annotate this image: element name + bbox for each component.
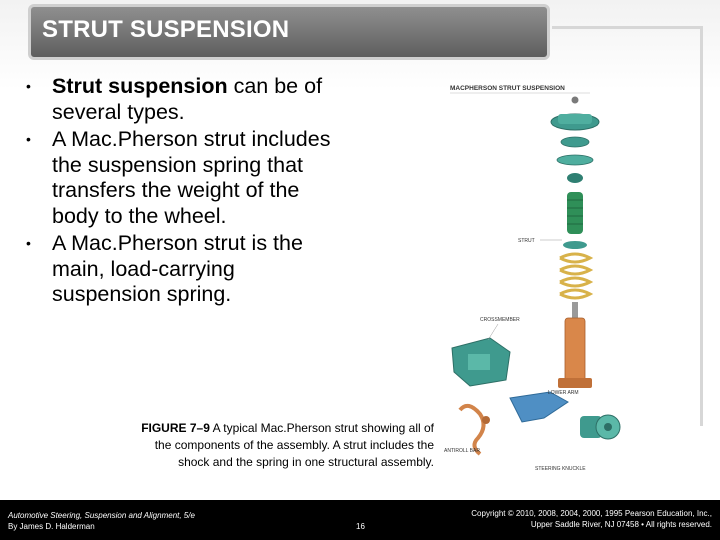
steering-knuckle (580, 414, 621, 440)
slide-title: STRUT SUSPENSION (42, 16, 290, 43)
frame-line-right (700, 26, 703, 426)
antiroll-bar (458, 403, 486, 456)
bullet-bold-text: Strut suspension (52, 74, 228, 98)
figure-labels: STRUT CROSSMEMBER LOWER ARM ANTIROLL BAR… (444, 238, 586, 472)
bullet-item: • A Mac.Pherson strut includes the suspe… (24, 127, 334, 229)
caption-label: FIGURE 7–9 (141, 421, 210, 435)
caption-text: A typical Mac.Pherson strut showing all … (154, 421, 434, 469)
book-author: By James D. Halderman (8, 522, 95, 531)
bullet-item: • A Mac.Pherson strut is the main, load-… (24, 231, 334, 308)
bullet-text: can be of several types. (52, 74, 323, 124)
frame-line-top (552, 26, 702, 29)
coil-turn (559, 252, 594, 264)
bullet-dot: • (26, 131, 31, 147)
bullet-dot: • (26, 235, 31, 251)
top-nut (571, 96, 579, 104)
coil-spring (559, 252, 594, 300)
bar-link (482, 416, 490, 424)
shock-rod (572, 302, 578, 320)
book-title: Automotive Steering, Suspension and Alig… (8, 511, 195, 520)
bullet-dot: • (26, 78, 31, 94)
label-antiroll-bar: ANTIROLL BAR (444, 448, 480, 454)
strut-assembly (550, 96, 600, 388)
crossmember-block (468, 354, 490, 370)
copyright-line-1: Copyright © 2010, 2008, 2004, 2000, 1995… (471, 509, 712, 518)
boot-ribs (567, 199, 583, 225)
bullet-text: A Mac.Pherson strut includes the suspens… (52, 127, 331, 228)
bullet-text: A Mac.Pherson strut is the main, load-ca… (52, 231, 303, 306)
leader-crossmember (487, 323, 499, 341)
coil-turn (559, 276, 594, 288)
knuckle-body (580, 416, 602, 438)
bump-stop (567, 173, 583, 183)
label-strut: STRUT (518, 238, 535, 244)
bearing-plate (560, 136, 590, 148)
dust-boot (567, 192, 583, 234)
footer-copyright: Copyright © 2010, 2008, 2004, 2000, 1995… (471, 508, 712, 530)
spring-seat (563, 241, 587, 249)
bullet-list: • Strut suspension can be of several typ… (24, 74, 334, 310)
bullet-item: • Strut suspension can be of several typ… (24, 74, 334, 125)
figure-title: MACPHERSON STRUT SUSPENSION (450, 85, 565, 92)
coil-turn (559, 264, 594, 276)
knuckle-mount (558, 378, 592, 388)
footer-book-info: Automotive Steering, Suspension and Alig… (8, 510, 195, 532)
hub-center (604, 423, 612, 431)
macpherson-strut-illustration: MACPHERSON STRUT SUSPENSION (444, 85, 621, 472)
figure-caption: FIGURE 7–9 A typical Mac.Pherson strut s… (130, 420, 434, 471)
crossmember (451, 337, 511, 387)
coil-turn (559, 288, 594, 300)
slide-footer: Automotive Steering, Suspension and Alig… (0, 500, 720, 540)
lower-arm (509, 391, 569, 423)
label-steering-knuckle: STEERING KNUCKLE (535, 466, 586, 472)
label-crossmember: CROSSMEMBER (480, 317, 520, 323)
upper-seat (556, 154, 594, 166)
label-lower-arm: LOWER ARM (548, 390, 579, 396)
shock-body (564, 317, 586, 383)
copyright-line-2: Upper Saddle River, NJ 07458 • All right… (530, 520, 712, 529)
title-bar (28, 4, 550, 60)
strut-mount-body (558, 114, 592, 124)
page-number: 16 (356, 522, 365, 531)
